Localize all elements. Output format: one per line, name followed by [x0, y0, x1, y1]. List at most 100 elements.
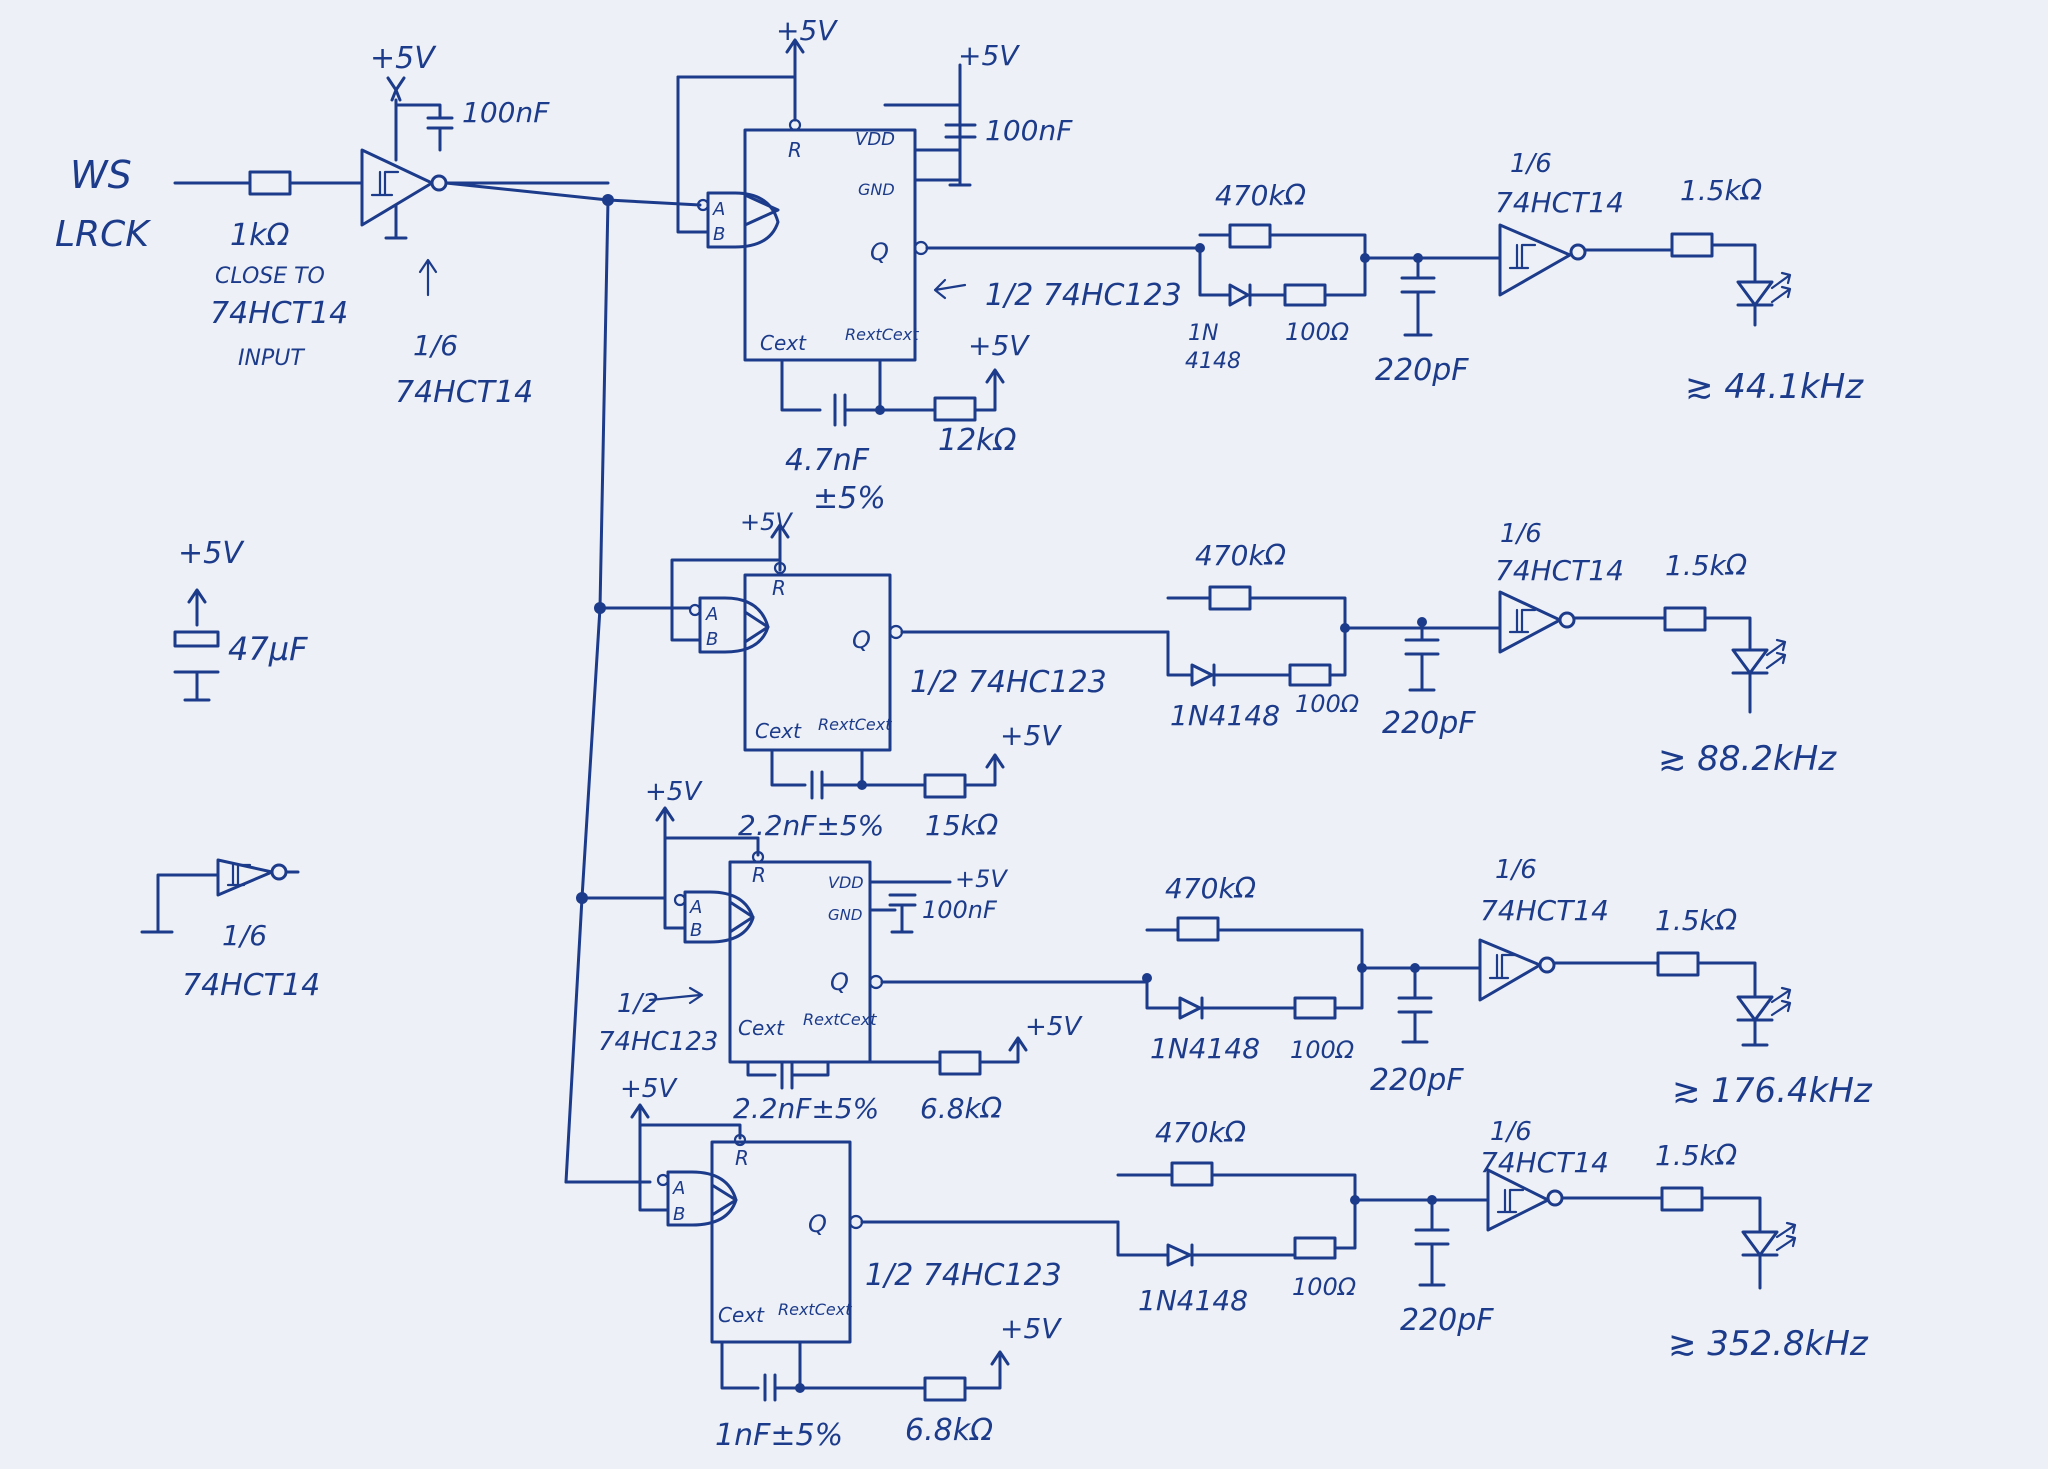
stage4-res-470k: [1170, 1161, 1214, 1187]
stage1-res-470k: [1228, 223, 1272, 249]
stage1-cap-220: [1400, 256, 1436, 337]
stage4-res-100: [1293, 1236, 1337, 1260]
stage1-chip-label: 1/2 74HC123: [985, 278, 1182, 313]
stage2-cap-220: [1404, 620, 1440, 692]
stage4-cap220-label: 220pF: [1400, 1303, 1494, 1338]
stage4-pin-rext: RextCext: [778, 1300, 852, 1319]
input-decoupling-cap: [394, 103, 454, 152]
spare-gate: 1/6 74HCT14: [140, 858, 320, 1003]
lrck-label: LRCK: [55, 214, 151, 255]
arrow-to-gate: [418, 258, 438, 297]
stage3-pin-b: B: [690, 920, 702, 941]
stage4-supply-timing: +5V: [1000, 1312, 1062, 1345]
stage1-led: [1736, 280, 1774, 327]
stage2-timing-cap: [770, 748, 927, 800]
input-gate-part: 74HCT14: [395, 375, 533, 410]
stage3-pin-rext: RextCext: [803, 1010, 877, 1029]
stage-4: A B R Q Cext RextCext +5V 1/2 74HC123 +5…: [564, 1074, 1869, 1453]
stage1-cap-tol: ±5%: [813, 481, 886, 516]
stage3-pin-cext: Cext: [738, 1016, 785, 1040]
stage1-diode-label: 1N: [1188, 321, 1218, 346]
stage3-timing-cap: [746, 1060, 942, 1090]
stage4-pin-b: B: [673, 1204, 685, 1225]
stage3-diode: [1178, 996, 1297, 1020]
stage1-cap-vdd: 100nF: [985, 114, 1073, 147]
stage3-output-gate: [1478, 938, 1542, 1002]
ws-label: WS: [70, 153, 132, 197]
stage1-res-100: [1283, 283, 1327, 307]
stage1-trigger-gate: [706, 191, 780, 249]
stage1-res470-label: 470kΩ: [1215, 179, 1307, 212]
stage3-res-timing: 6.8kΩ: [920, 1092, 1003, 1125]
stage-1: A B R VDD GND Q Cext RextCext +5V +5V 10…: [606, 14, 1864, 516]
stage4-res470-label: 470kΩ: [1155, 1116, 1247, 1149]
stage3-cap-vdd: 100nF: [922, 896, 998, 924]
stage2-supply-timing: +5V: [1000, 719, 1062, 752]
stage2-pin-cext: Cext: [755, 719, 802, 743]
input-note-1: CLOSE TO: [215, 264, 325, 289]
stage3-pin-a: A: [689, 897, 702, 918]
stage3-chip: [728, 860, 872, 1064]
stage4-chip-label: 1/2 74HC123: [865, 1258, 1062, 1293]
stage4-gate-frac: 1/6: [1490, 1117, 1532, 1147]
stage4-res100-label: 100Ω: [1292, 1273, 1357, 1301]
stage2-res470-label: 470kΩ: [1195, 539, 1287, 572]
stage1-res-timing: 12kΩ: [938, 423, 1017, 458]
schmitt-symbol: [370, 170, 400, 197]
stage1-pin-vdd: VDD: [855, 129, 895, 150]
stage1-res100-label: 100Ω: [1285, 318, 1350, 346]
stage2-res-100: [1288, 663, 1332, 687]
stage3-diode-label: 1N4148: [1150, 1032, 1260, 1065]
stage4-led: [1741, 1230, 1779, 1290]
stage2-output-gate: [1498, 590, 1562, 654]
stage2-led: [1731, 648, 1769, 714]
stage4-pin-r: R: [735, 1146, 749, 1170]
stage-2: A B R Q Cext RextCext +5V 1/2 74HC123 +5…: [598, 508, 1837, 842]
stage3-res100-label: 100Ω: [1290, 1036, 1355, 1064]
stage2-chip: [743, 573, 892, 752]
trigger-bus: [564, 198, 610, 1184]
stage3-res-led-label: 1.5kΩ: [1655, 904, 1738, 937]
stage3-gate-frac: 1/6: [1495, 855, 1537, 885]
stage3-supply-timing: +5V: [1025, 1012, 1083, 1042]
stage1-diode: [1228, 283, 1287, 307]
bulk-decoupling: +5V 47µF: [173, 536, 308, 702]
stage3-cap-timing: 2.2nF±5%: [733, 1092, 879, 1125]
stage3-pin-gnd: GND: [828, 906, 862, 924]
stage3-res-470k: [1176, 916, 1220, 942]
stage1-supply-vdd: +5V: [958, 39, 1020, 72]
stage3-chip-label-1: 1/2: [617, 989, 659, 1019]
stage2-pin-b: B: [706, 629, 718, 650]
decoupling-cap: 47µF: [228, 630, 308, 668]
stage1-cap220-label: 220pF: [1375, 353, 1469, 388]
stage2-pin-rext: RextCext: [818, 715, 892, 734]
stage4-diode: [1166, 1243, 1297, 1267]
stage1-vdd-cap: [944, 123, 977, 187]
stage1-pin-b: B: [713, 224, 725, 245]
stage1-diode-label-2: 4148: [1185, 349, 1241, 374]
stage1-pin-gnd: GND: [858, 180, 895, 199]
stage4-res-timing: 6.8kΩ: [905, 1413, 993, 1448]
stage2-diode: [1190, 663, 1292, 687]
stage3-pin-q: Q: [830, 968, 849, 996]
stage1-pin-a: A: [712, 199, 725, 220]
stage2-gate-frac: 1/6: [1500, 519, 1542, 549]
stage3-chip-label-2: 74HC123: [598, 1027, 718, 1057]
stage1-pin-cext: Cext: [760, 331, 807, 355]
stage3-led: [1736, 995, 1774, 1047]
stage2-res-470k: [1208, 585, 1252, 611]
stage3-res-100: [1293, 996, 1337, 1020]
stage1-output-gate: [1498, 223, 1572, 297]
stage4-freq: ≳ 352.8kHz: [1668, 1324, 1869, 1364]
stage1-pin-q: Q: [870, 238, 889, 266]
stage1-cap-timing: 4.7nF: [785, 443, 870, 478]
stage2-res-led-label: 1.5kΩ: [1665, 549, 1748, 582]
stage4-pin-a: A: [672, 1178, 685, 1199]
stage4-pin-q: Q: [808, 1210, 827, 1238]
stage2-res100-label: 100Ω: [1295, 690, 1360, 718]
stage4-supply-r: +5V: [620, 1074, 678, 1104]
stage3-gate-part: 74HCT14: [1480, 894, 1609, 927]
stage-3: A B R VDD GND Q Cext RextCext +5V +5V 10…: [580, 777, 1873, 1125]
stage4-pin-cext: Cext: [718, 1303, 765, 1327]
stage3-cap-220: [1397, 966, 1433, 1044]
